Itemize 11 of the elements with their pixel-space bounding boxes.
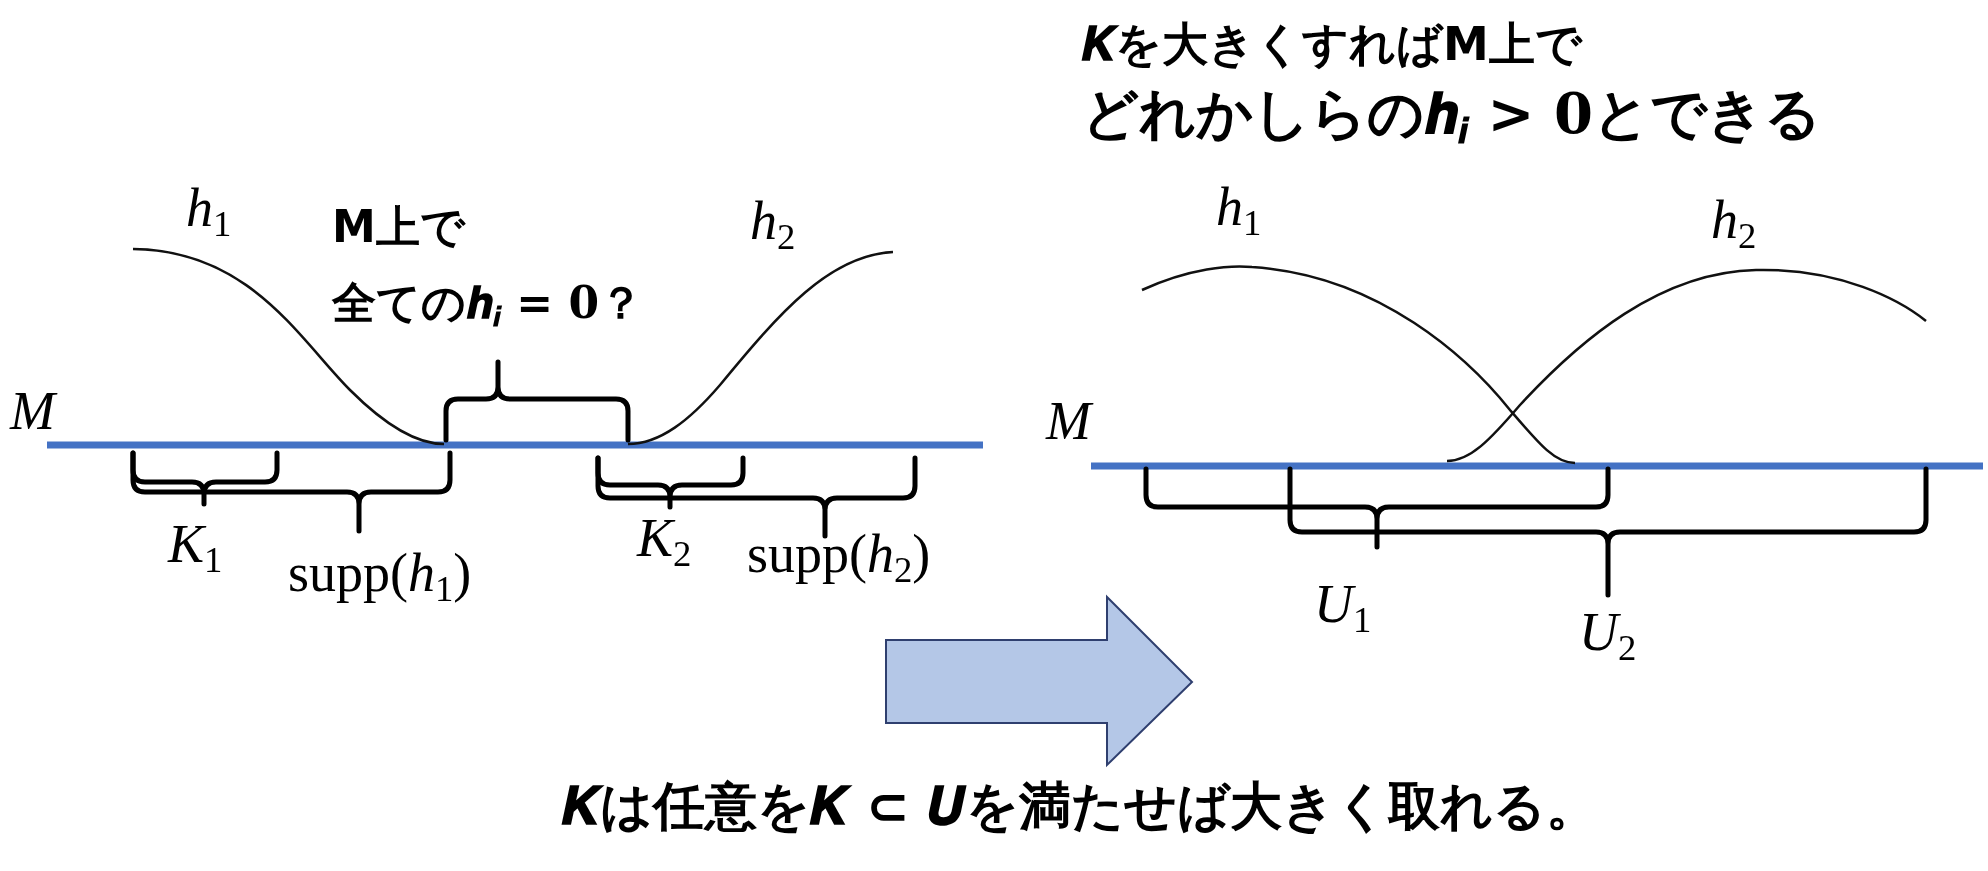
- question-text: M上で全ての𝒉$_{𝒊}$ = 𝟎？: [332, 200, 645, 335]
- function-label: h$_{1}$: [186, 181, 232, 235]
- set-label: K$_{2}$: [637, 511, 692, 565]
- function-label: h$_{1}$: [1216, 180, 1262, 234]
- set-label: K$_{1}$: [168, 517, 223, 571]
- set-label: U$_{1}$: [1314, 577, 1372, 631]
- heading-text: 𝑲を大きくすればM上でどれかしらの𝒉$_{𝒊}$ > 𝟎とできる: [1082, 16, 1822, 149]
- function-label: h$_{2}$: [750, 194, 796, 248]
- caption-text: 𝑲は任意を𝑲 ⊂ 𝑼を満たせば大きく取れる。: [562, 775, 1598, 838]
- set-label: U$_{2}$: [1579, 605, 1637, 659]
- function-label: h$_{2}$: [1711, 193, 1757, 247]
